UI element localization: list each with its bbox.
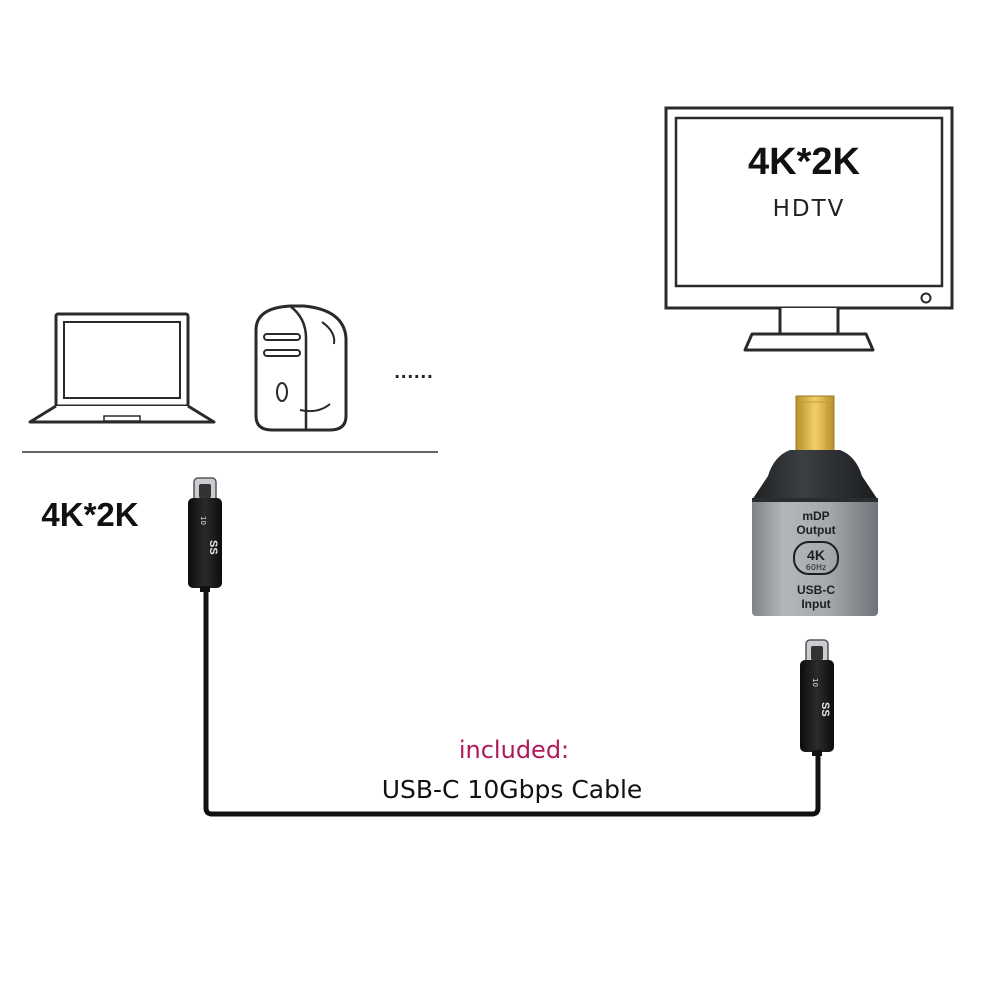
- tv-screen: [674, 116, 944, 288]
- included-label: included:: [459, 736, 569, 764]
- cable-spec-label: USB-C 10Gbps Cable: [382, 775, 643, 804]
- usb-ss-logo-icon: SS: [819, 702, 831, 717]
- mdp-usb-c-adapter: mDP Output 4K 60Hz USB-C Input: [752, 395, 878, 616]
- tv-neck: [778, 308, 840, 336]
- tv-type-label: HDTV: [773, 196, 846, 222]
- adapter-output-line2: Output: [796, 523, 835, 537]
- adapter-input-line1: USB-C: [797, 583, 835, 597]
- usb-c-plug-right: SS 10: [800, 639, 834, 756]
- more-devices-ellipsis: ......: [394, 361, 433, 383]
- desktop-tower-icon: [254, 304, 348, 432]
- usb-speed-mark: 10: [199, 516, 207, 525]
- adapter-input-line2: Input: [801, 597, 830, 611]
- adapter-body: [752, 498, 878, 616]
- adapter-4k-badge: [793, 541, 839, 575]
- tv-stand-base: [743, 332, 875, 352]
- tv-resolution-label: 4K*2K: [748, 141, 860, 183]
- tv-power-led: [920, 292, 932, 304]
- hdtv-monitor: 4K*2K HDTV: [664, 106, 954, 352]
- adapter-output-line1: mDP: [802, 509, 829, 523]
- adapter-badge-main: 4K: [807, 547, 825, 563]
- usb-ss-logo-icon: SS: [207, 540, 219, 555]
- adapter-badge-sub: 60Hz: [806, 563, 826, 572]
- adapter-cap: [752, 450, 878, 500]
- laptop-icon: [28, 312, 216, 424]
- usb-c-plug-left: SS 10: [188, 477, 222, 592]
- usb-c-cable-line: [203, 586, 821, 817]
- source-resolution-label: 4K*2K: [41, 496, 138, 533]
- usb-speed-mark: 10: [811, 678, 819, 687]
